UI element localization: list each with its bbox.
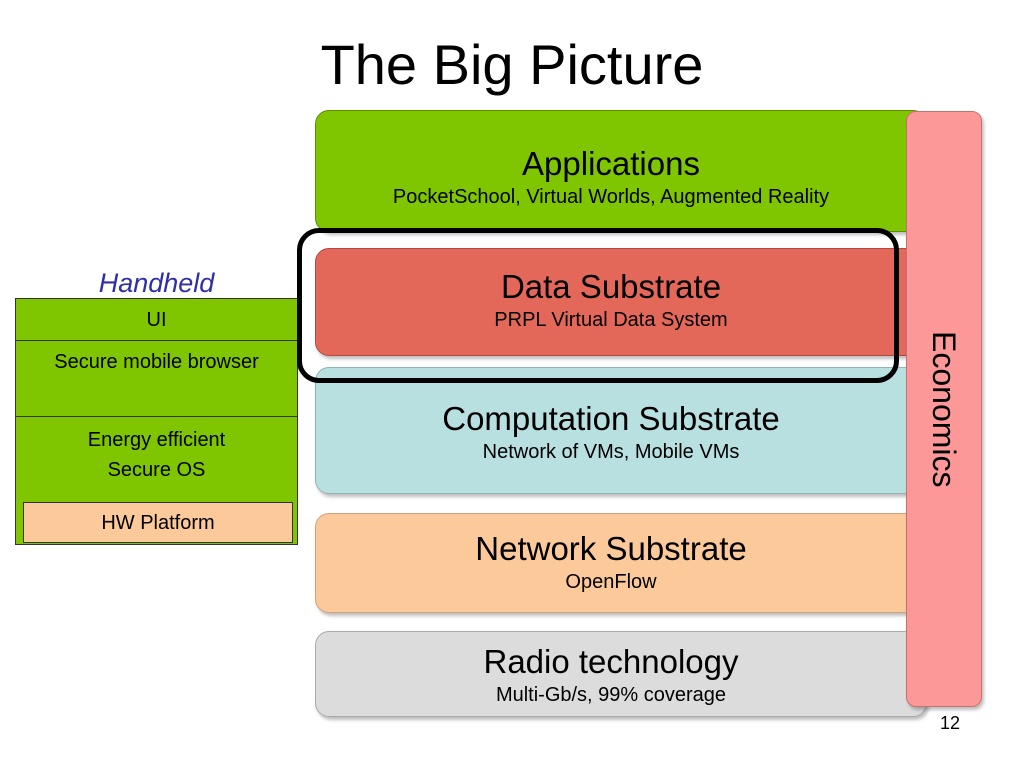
highlight-frame (297, 228, 899, 383)
handheld-hw-platform: HW Platform (23, 502, 293, 543)
handheld-os-line2: Secure OS (107, 459, 206, 481)
layer-radio-subtitle: Multi-Gb/s, 99% coverage (495, 684, 727, 706)
layer-data-substrate: Data Substrate PRPL Virtual Data System (315, 248, 927, 356)
layer-computation-substrate: Computation Substrate Network of VMs, Mo… (315, 367, 927, 494)
economics-label: Economics (926, 330, 962, 488)
layer-applications-title: Applications (522, 145, 700, 182)
slide-title: The Big Picture (320, 33, 704, 96)
layer-network-substrate: Network Substrate OpenFlow (315, 513, 927, 613)
layer-data-title: Data Substrate (500, 268, 722, 305)
page-number: 12 (939, 713, 961, 733)
layer-applications-subtitle: PocketSchool, Virtual Worlds, Augmented … (392, 186, 830, 208)
handheld-ui-cell: UI (16, 299, 297, 341)
layer-computation-title: Computation Substrate (442, 400, 780, 437)
layer-network-subtitle: OpenFlow (565, 571, 657, 593)
layer-applications: Applications PocketSchool, Virtual World… (315, 110, 927, 232)
handheld-browser-cell: Secure mobile browser (16, 341, 297, 417)
handheld-os-cell: Energy efficient Secure OS (16, 417, 297, 502)
layer-computation-subtitle: Network of VMs, Mobile VMs (482, 441, 740, 463)
layer-network-title: Network Substrate (475, 530, 747, 567)
layer-radio-technology: Radio technology Multi-Gb/s, 99% coverag… (315, 631, 927, 717)
economics-bar: Economics (906, 111, 982, 707)
layer-data-subtitle: PRPL Virtual Data System (494, 309, 728, 331)
handheld-os-line1: Energy efficient (87, 429, 226, 451)
handheld-stack: UI Secure mobile browser Energy efficien… (15, 298, 298, 545)
handheld-title: Handheld (98, 268, 215, 298)
layer-radio-title: Radio technology (483, 643, 739, 680)
